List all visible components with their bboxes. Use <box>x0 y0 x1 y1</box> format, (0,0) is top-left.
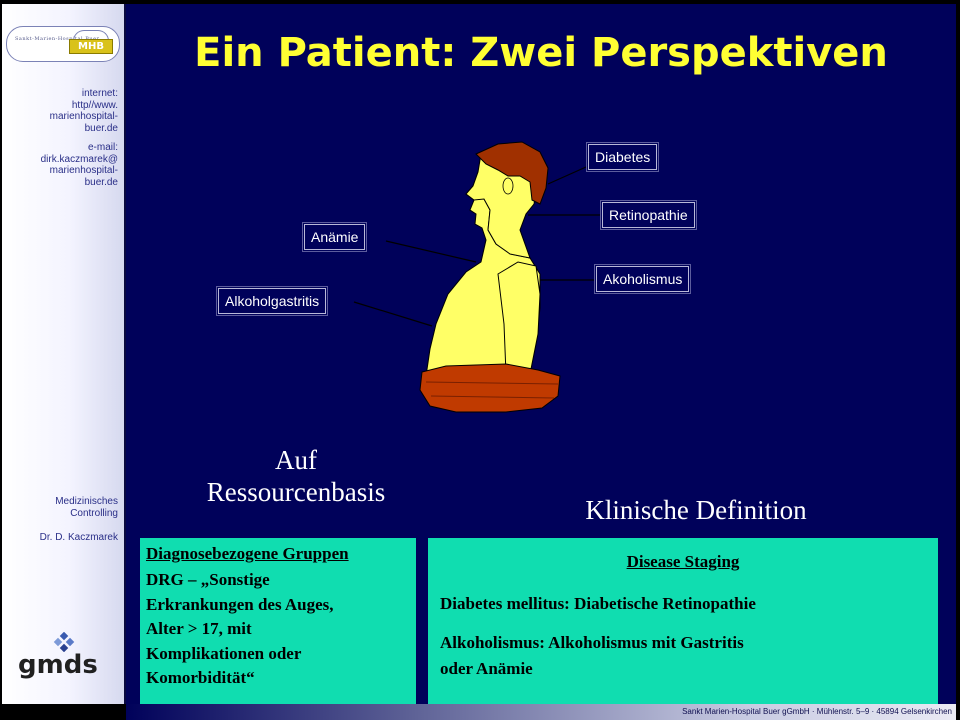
gmds-wordmark: gmds <box>18 650 98 680</box>
author-name: Dr. D. Kaczmarek <box>39 532 118 543</box>
footer-address: Sankt Marien-Hospital Buer gGmbH · Mühle… <box>682 707 952 716</box>
slide-title: Ein Patient: Zwei Perspektiven <box>194 30 888 76</box>
email-address-1: dirk.kaczmarek@ <box>40 153 118 165</box>
hospital-logo: Sankt-Marien-Hospital Buer MHB <box>6 26 120 62</box>
logo-text: Sankt-Marien-Hospital Buer <box>15 36 100 42</box>
drg-panel-title: Diagnosebezogene Gruppen <box>146 544 349 563</box>
left-heading-line-2: Ressourcenbasis <box>206 477 386 507</box>
staging-line-alkoholismus: Alkoholismus: Alkoholismus mit Gastritis… <box>440 630 920 682</box>
drg-line-3: Alter > 17, mit <box>146 619 252 638</box>
internet-url-2: marienhospital- <box>49 111 118 122</box>
label-retinopathie: Retinopathie <box>600 200 697 230</box>
staging-line-alkoholismus-2: oder Anämie <box>440 659 533 678</box>
figure-ear <box>502 177 514 195</box>
drg-line-5: Komorbidität“ <box>146 668 255 687</box>
staging-line-alkoholismus-1: Alkoholismus: Alkoholismus mit Gastritis <box>440 633 744 652</box>
gmds-logo: gmds <box>12 632 116 692</box>
drg-line-2: Erkrankungen des Auges, <box>146 594 334 614</box>
drg-panel-body: DRG – „Sonstige Erkrankungen des Auges, … <box>146 568 408 691</box>
label-alkoholgastritis: Alkoholgastritis <box>215 286 329 316</box>
label-akoholismus: Akoholismus <box>593 264 692 294</box>
patient-figure <box>353 141 600 413</box>
label-anaemie: Anämie <box>301 222 368 252</box>
label-diabetes: Diabetes <box>585 142 660 172</box>
sidebar: Sankt-Marien-Hospital Buer MHB internet:… <box>2 4 126 704</box>
department-line-1: Medizinisches <box>55 496 118 507</box>
right-section-heading: Klinische Definition <box>585 495 807 525</box>
left-heading-line-1: Auf <box>275 445 317 475</box>
footer-bar: Sankt Marien-Hospital Buer gGmbH · Mühle… <box>126 704 956 720</box>
email-label: e-mail: <box>87 142 118 153</box>
logo-badge: MHB <box>69 39 113 54</box>
drg-line-4: Komplikationen oder <box>146 643 302 663</box>
internet-url-3: buer.de <box>84 122 118 134</box>
department-info: Medizinisches Controlling <box>0 496 118 519</box>
staging-panel: Disease Staging Diabetes mellitus: Diabe… <box>428 538 938 706</box>
figure-pants <box>419 363 561 413</box>
internet-info: internet: http//www. marienhospital- bue… <box>0 88 118 134</box>
internet-label: internet: <box>81 88 118 99</box>
email-address-2: marienhospital- <box>49 165 118 176</box>
gmds-diamond-icon <box>53 632 75 652</box>
drg-line-1: DRG – „Sonstige <box>146 570 270 589</box>
figure-arm <box>497 261 541 381</box>
email-info: e-mail: dirk.kaczmarek@ marienhospital- … <box>0 142 118 188</box>
drg-panel: Diagnosebezogene Gruppen DRG – „Sonstige… <box>140 538 416 706</box>
figure-hair <box>475 141 549 205</box>
main-area: Ein Patient: Zwei Perspektiven <box>126 4 956 706</box>
department-line-2: Controlling <box>70 507 118 519</box>
internet-url-1: http//www. <box>71 99 118 111</box>
staging-panel-title: Disease Staging <box>626 552 740 571</box>
staging-line-diabetes: Diabetes mellitus: Diabetische Retinopat… <box>440 594 756 613</box>
left-section-heading: Auf Ressourcenbasis <box>186 444 406 508</box>
email-address-3: buer.de <box>84 176 118 188</box>
